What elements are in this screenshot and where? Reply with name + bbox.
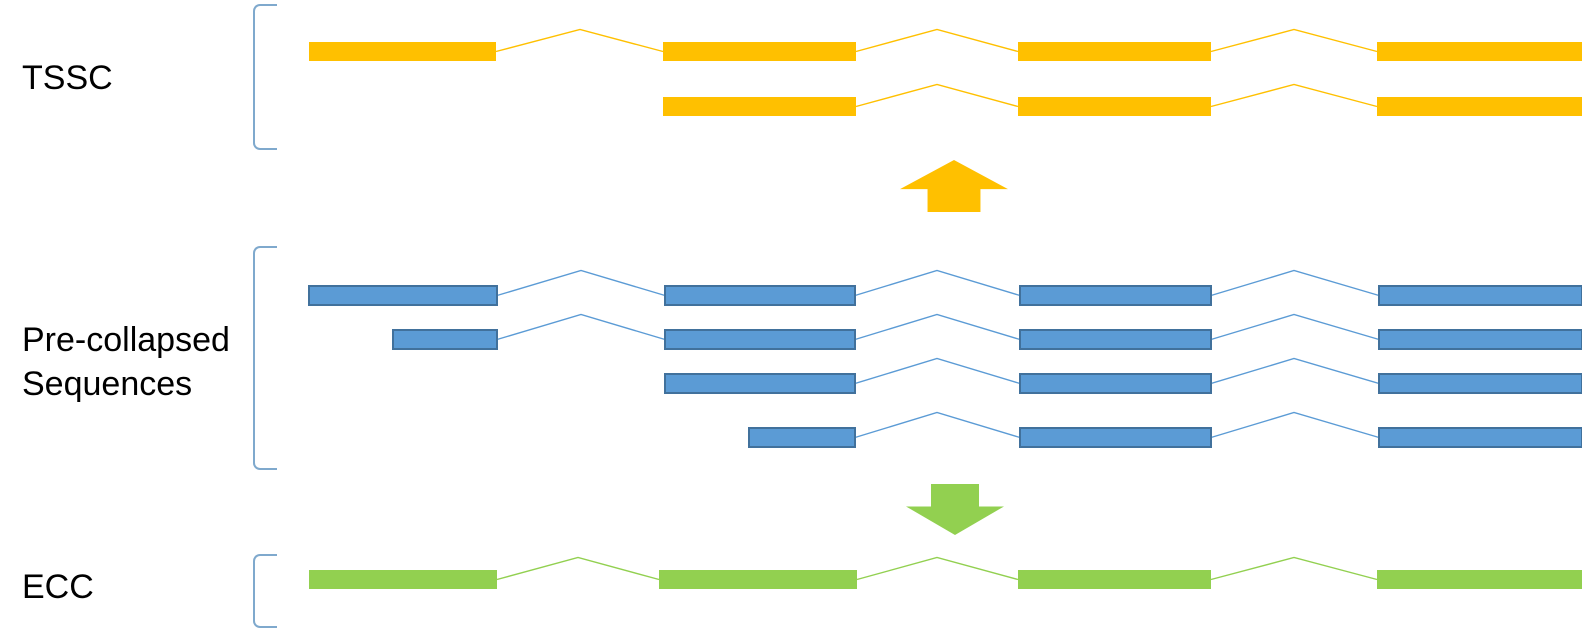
intron-line bbox=[1210, 556, 1378, 581]
section-ecc bbox=[309, 556, 1582, 589]
section-pre-collapsed bbox=[308, 269, 1582, 448]
exon-block bbox=[1378, 285, 1582, 306]
arrow-down-to-ecc bbox=[906, 484, 1004, 535]
exon-block bbox=[1018, 42, 1211, 61]
bracket-ecc bbox=[253, 554, 277, 628]
exon-block bbox=[1378, 329, 1582, 350]
exon-block bbox=[308, 285, 498, 306]
row-label-tssc: TSSC bbox=[22, 59, 113, 97]
section-tssc bbox=[309, 28, 1582, 116]
intron-line bbox=[496, 556, 660, 581]
row-label-ecc: ECC bbox=[22, 568, 94, 606]
exon-block bbox=[663, 42, 856, 61]
pre-isoform-1 bbox=[308, 269, 1582, 306]
exon-block bbox=[748, 427, 856, 448]
pre-isoform-2 bbox=[392, 313, 1582, 350]
exon-block bbox=[392, 329, 498, 350]
intron-line bbox=[1210, 269, 1380, 297]
exon-block bbox=[1377, 42, 1582, 61]
exon-block bbox=[1019, 329, 1212, 350]
exon-block bbox=[1377, 97, 1582, 116]
pre-isoform-4 bbox=[748, 411, 1582, 448]
intron-line bbox=[1210, 28, 1378, 53]
exon-block bbox=[663, 97, 856, 116]
intron-line bbox=[1210, 83, 1378, 108]
exon-block bbox=[1019, 427, 1212, 448]
intron-line bbox=[854, 357, 1021, 385]
intron-line bbox=[855, 83, 1019, 108]
intron-line bbox=[855, 28, 1019, 53]
intron-line bbox=[496, 269, 666, 297]
exon-block bbox=[1019, 285, 1212, 306]
tssc-isoform-2 bbox=[663, 83, 1582, 116]
bracket-pre-collapsed bbox=[253, 246, 277, 470]
bracket-tssc bbox=[253, 4, 277, 150]
exon-block bbox=[1378, 427, 1582, 448]
exon-block bbox=[659, 570, 857, 589]
intron-line bbox=[856, 556, 1019, 581]
exon-block bbox=[1378, 373, 1582, 394]
row-label-pre-collapsed: Pre-collapsed Sequences bbox=[22, 321, 230, 403]
exon-block bbox=[309, 42, 496, 61]
arrow-up-to-tssc bbox=[900, 160, 1008, 212]
exon-block bbox=[1018, 97, 1211, 116]
intron-line bbox=[1210, 357, 1380, 385]
intron-line bbox=[854, 411, 1021, 439]
intron-line bbox=[1210, 411, 1380, 439]
exon-block bbox=[1019, 373, 1212, 394]
exon-block bbox=[664, 329, 856, 350]
pre-isoform-3 bbox=[664, 357, 1582, 394]
exon-block bbox=[309, 570, 497, 589]
exon-block bbox=[664, 373, 856, 394]
intron-line bbox=[854, 269, 1021, 297]
intron-line bbox=[854, 313, 1021, 341]
exon-block bbox=[1018, 570, 1211, 589]
tssc-isoform-1 bbox=[309, 28, 1582, 61]
exon-block bbox=[664, 285, 856, 306]
ecc-isoform-1 bbox=[309, 556, 1582, 589]
intron-line bbox=[496, 313, 666, 341]
exon-block bbox=[1377, 570, 1582, 589]
intron-line bbox=[495, 28, 664, 53]
intron-line bbox=[1210, 313, 1380, 341]
